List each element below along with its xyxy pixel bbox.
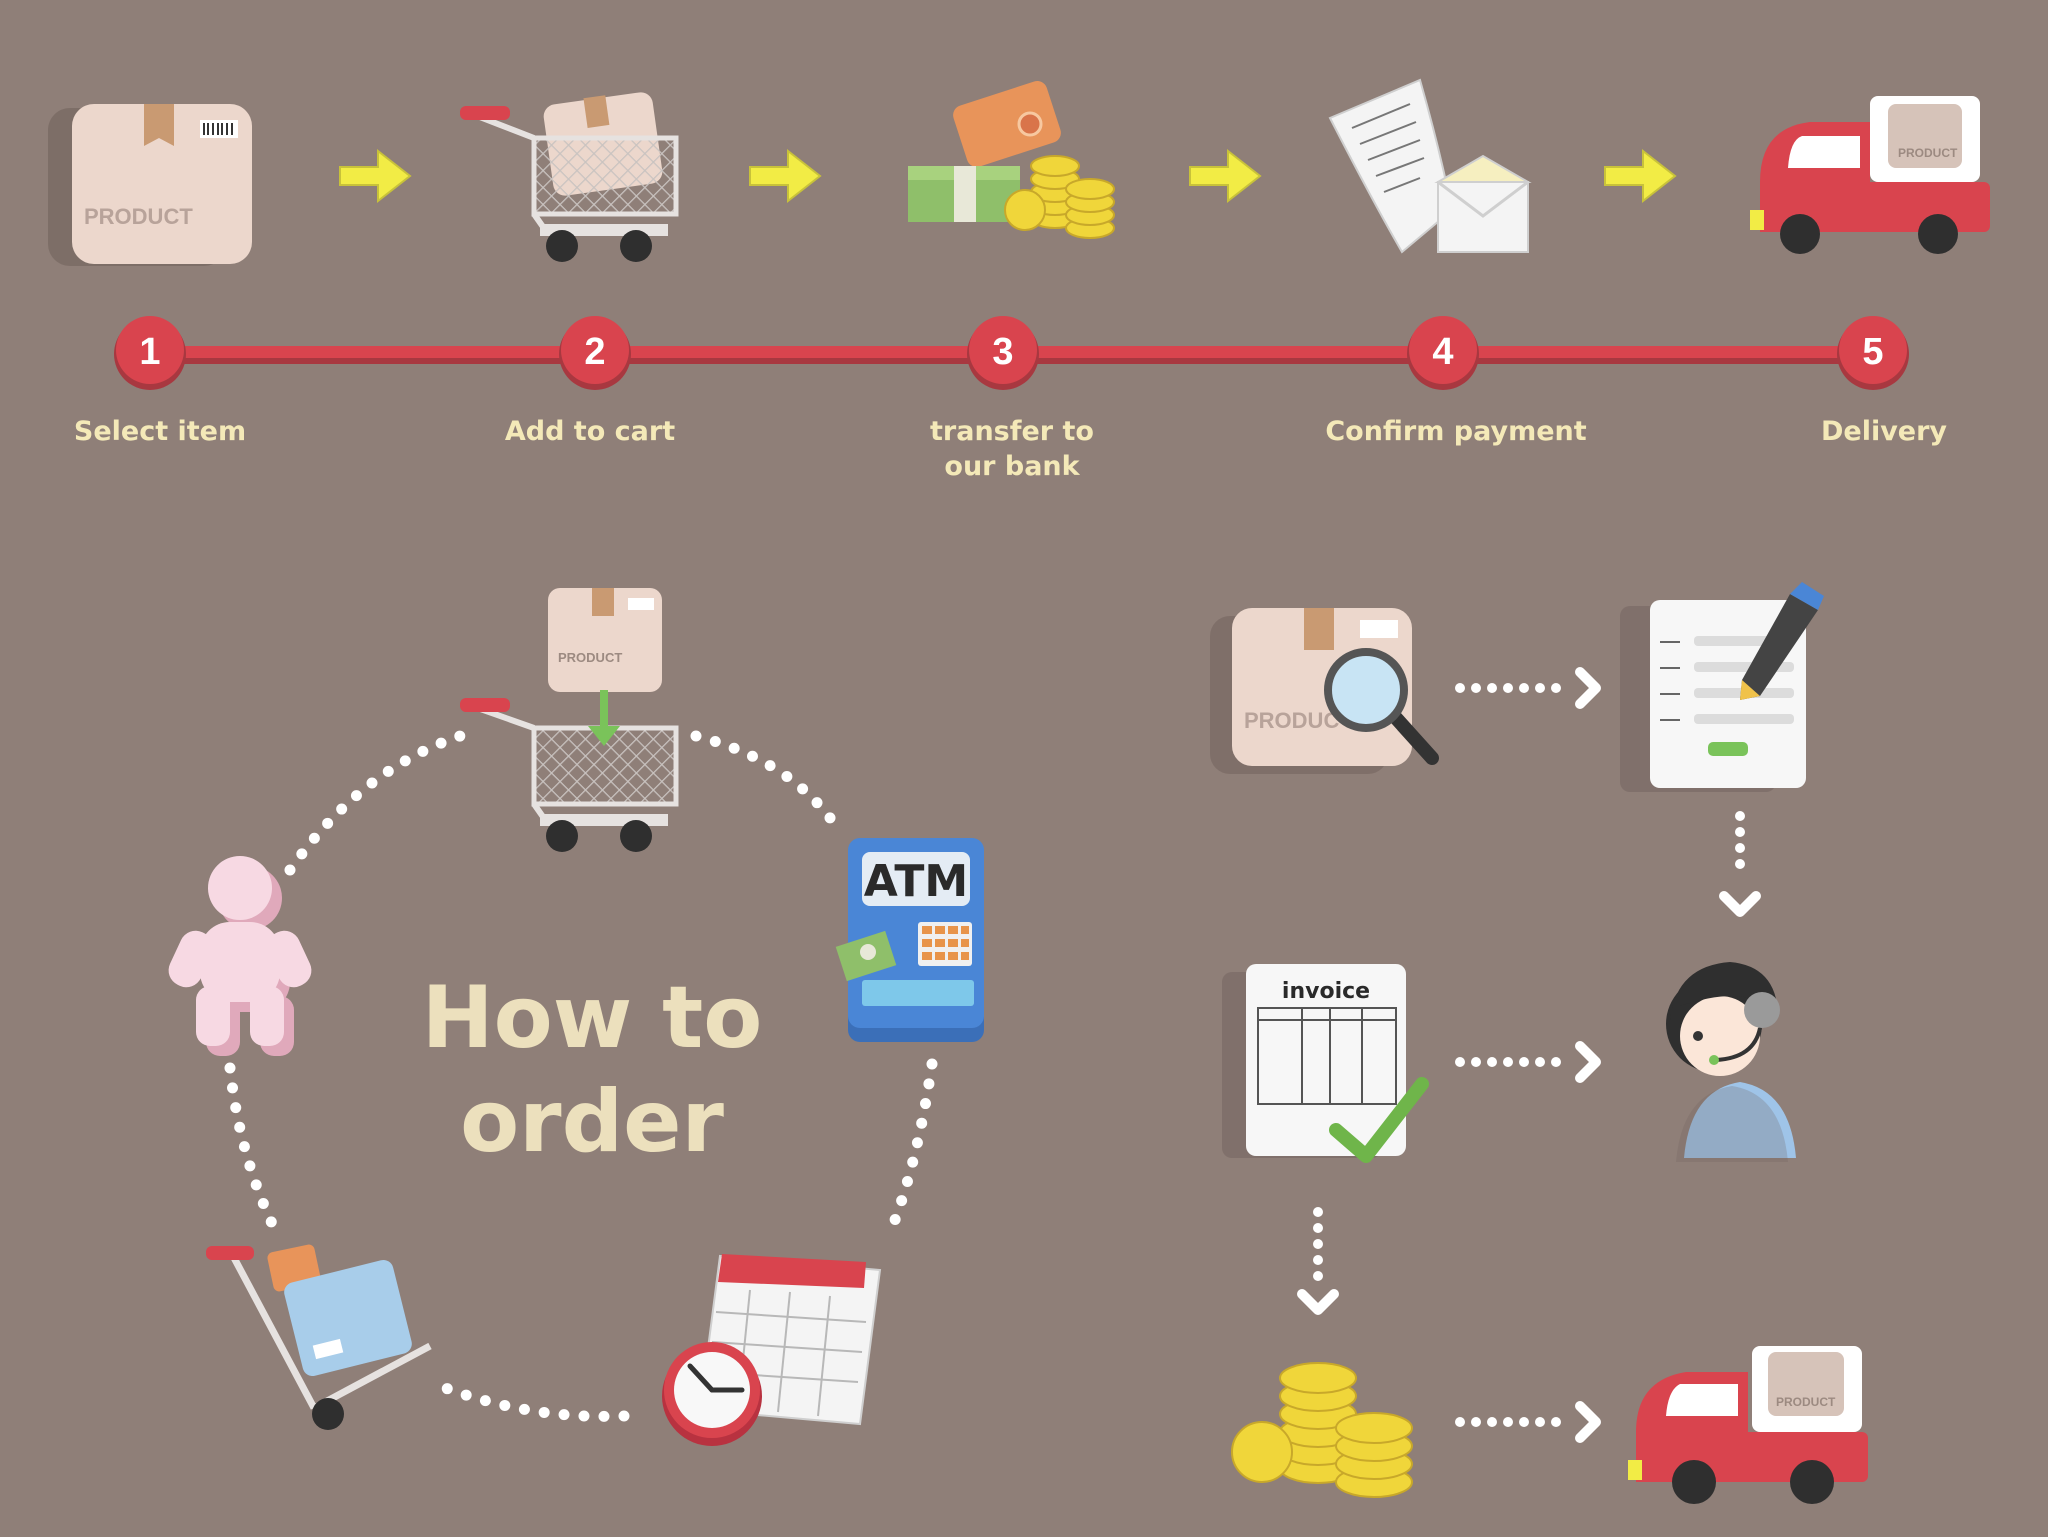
step-label-confirm-payment: Confirm payment (1325, 416, 1587, 447)
step-marker-1: 1 (114, 316, 186, 390)
coins-icon (1231, 1362, 1413, 1498)
step-marker-2: 2 (559, 316, 631, 390)
invoice-check-icon: invoice (1222, 964, 1429, 1163)
step-label-add-to-cart: Add to cart (504, 416, 676, 447)
money-card-coins-icon (908, 81, 1115, 239)
step-label-transfer: transfer to our bank (930, 416, 1094, 482)
calendar-clock-icon (662, 1254, 882, 1446)
order-form-icon (1620, 582, 1824, 792)
truck-product-label: PRODUCT (1776, 1395, 1836, 1409)
shopping-cart-icon: PRODUCT (460, 588, 679, 852)
right-arrow-icon (1189, 148, 1262, 204)
right-arrow-icon (1604, 148, 1677, 204)
receipt-envelope-icon (1328, 78, 1532, 254)
atm-label: ATM (864, 856, 968, 907)
step-label-delivery: Delivery (1820, 416, 1948, 447)
step-number: 5 (1862, 331, 1883, 373)
invoice-label: invoice (1282, 979, 1370, 1004)
step-number: 4 (1432, 331, 1453, 373)
cycle-dotted-path (224, 730, 938, 1422)
person-icon (168, 856, 312, 1056)
delivery-truck-icon: PRODUCT (1628, 1346, 1868, 1504)
step-number: 1 (139, 331, 160, 373)
shopping-cart-icon (460, 92, 679, 262)
support-agent-icon (1666, 962, 1796, 1162)
step-marker-4: 4 (1407, 316, 1479, 390)
step-marker-5: 5 (1837, 316, 1909, 390)
step-marker-3: 3 (967, 316, 1039, 390)
timeline-arrows (339, 148, 1677, 204)
product-box-label: PRODUCT (84, 204, 193, 229)
timeline-markers: 1 2 3 4 5 (114, 316, 1909, 390)
step-number: 2 (584, 331, 605, 373)
atm-icon: ATM (835, 838, 984, 1042)
cycle-product-label: PRODUCT (558, 650, 622, 665)
search-product-label: PRODUC (1244, 708, 1339, 733)
step-number: 3 (992, 331, 1013, 373)
product-box-icon: PRODUCT (48, 104, 252, 266)
right-arrow-icon (749, 148, 822, 204)
truck-product-label: PRODUCT (1898, 146, 1958, 160)
hand-truck-icon (206, 1244, 432, 1430)
product-search-icon: PRODUC (1210, 608, 1439, 774)
flow-dotted-arrows (1297, 667, 1761, 1443)
how-to-order-title: How to order (421, 968, 763, 1172)
step-label-select-item: Select item (73, 416, 247, 447)
right-arrow-icon (339, 148, 412, 204)
delivery-truck-icon: PRODUCT (1750, 96, 1990, 254)
